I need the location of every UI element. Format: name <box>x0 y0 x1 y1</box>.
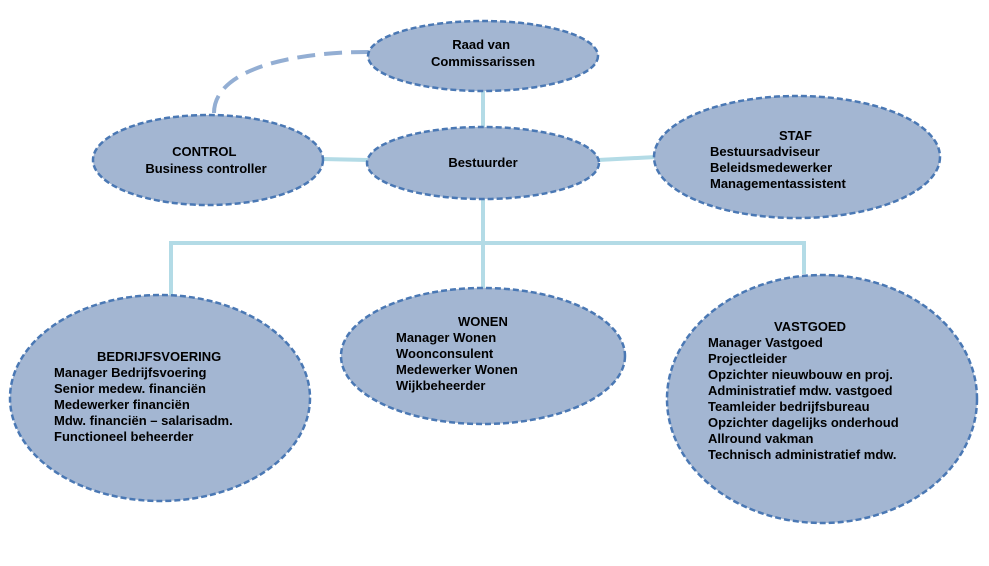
bedrijfsvoering-item: Mdw. financiën – salarisadm. <box>54 413 233 428</box>
svg-text:CONTROL Business control: CONTROL Business controller <box>145 144 266 176</box>
raad-line-1: Raad van <box>452 37 510 52</box>
connector-bestuurder-staf <box>597 155 657 162</box>
staf-title: STAF <box>779 128 812 143</box>
svg-text:VASTGOED Manager Vastgoe: VASTGOED Manager Vastgoed Projectleider … <box>708 319 902 462</box>
wonen-item: Medewerker Wonen <box>396 362 518 377</box>
vastgoed-item: Opzichter dagelijks onderhoud <box>708 415 899 430</box>
node-control: CONTROL Business controller <box>91 113 325 207</box>
staf-item: Beleidsmedewerker <box>710 160 832 175</box>
vastgoed-title: VASTGOED <box>774 319 846 334</box>
wonen-item: Woonconsulent <box>396 346 494 361</box>
node-bestuurder: Bestuurder <box>365 125 601 201</box>
vastgoed-item: Opzichter nieuwbouw en proj. <box>708 367 893 382</box>
connectors <box>169 50 806 300</box>
node-shape <box>339 286 627 426</box>
node-shape <box>652 94 942 220</box>
wonen-item: Wijkbeheerder <box>396 378 485 393</box>
svg-text:Bestuurder: Bestuurder <box>448 155 517 170</box>
node-wonen: WONEN Manager Wonen Woonconsulent Medewe… <box>339 286 627 426</box>
bedrijfsvoering-item: Functioneel beheerder <box>54 429 193 444</box>
bedrijfsvoering-item: Manager Bedrijfsvoering <box>54 365 206 380</box>
svg-text:STAF Bestuursadviseur: STAF Bestuursadviseur Beleidsmedewerker … <box>710 128 846 191</box>
vastgoed-item: Projectleider <box>708 351 787 366</box>
bedrijfsvoering-item: Senior medew. financiën <box>54 381 206 396</box>
node-shape <box>366 19 600 93</box>
node-raad-van-commissarissen: Raad van Commissarissen <box>366 19 600 93</box>
vastgoed-item: Manager Vastgoed <box>708 335 823 350</box>
bedrijfsvoering-title: BEDRIJFSVOERING <box>97 349 221 364</box>
vastgoed-item: Teamleider bedrijfsbureau <box>708 399 870 414</box>
staf-item: Managementassistent <box>710 176 846 191</box>
vastgoed-item: Allround vakman <box>708 431 814 446</box>
vastgoed-item: Administratief mdw. vastgoed <box>708 383 892 398</box>
vastgoed-item: Technisch administratief mdw. <box>708 447 897 462</box>
connector-control-bestuurder <box>321 157 369 162</box>
control-title: CONTROL <box>172 144 236 159</box>
wonen-title: WONEN <box>458 314 508 329</box>
svg-text:Raad van Commissarissen: Raad van Commissarissen <box>431 37 535 69</box>
svg-text:WONEN Manager Wonen: WONEN Manager Wonen Woonconsulent Medewe… <box>396 314 521 393</box>
dashed-link-control-raad <box>212 50 369 114</box>
raad-line-2: Commissarissen <box>431 54 535 69</box>
bestuurder-label: Bestuurder <box>448 155 517 170</box>
node-shape <box>8 293 312 503</box>
node-shape <box>91 113 325 207</box>
wonen-item: Manager Wonen <box>396 330 496 345</box>
node-bedrijfsvoering: BEDRIJFSVOERING Manager Bedrijfsvoering … <box>8 293 312 503</box>
node-vastgoed: VASTGOED Manager Vastgoed Projectleider … <box>665 273 979 525</box>
node-shape <box>365 125 601 201</box>
node-shape <box>665 273 979 525</box>
node-staf: STAF Bestuursadviseur Beleidsmedewerker … <box>652 94 942 220</box>
control-line-2: Business controller <box>145 161 266 176</box>
staf-item: Bestuursadviseur <box>710 144 820 159</box>
svg-text:BEDRIJFSVOERING Manager: BEDRIJFSVOERING Manager Bedrijfsvoering … <box>54 349 236 444</box>
bedrijfsvoering-item: Medewerker financiën <box>54 397 190 412</box>
